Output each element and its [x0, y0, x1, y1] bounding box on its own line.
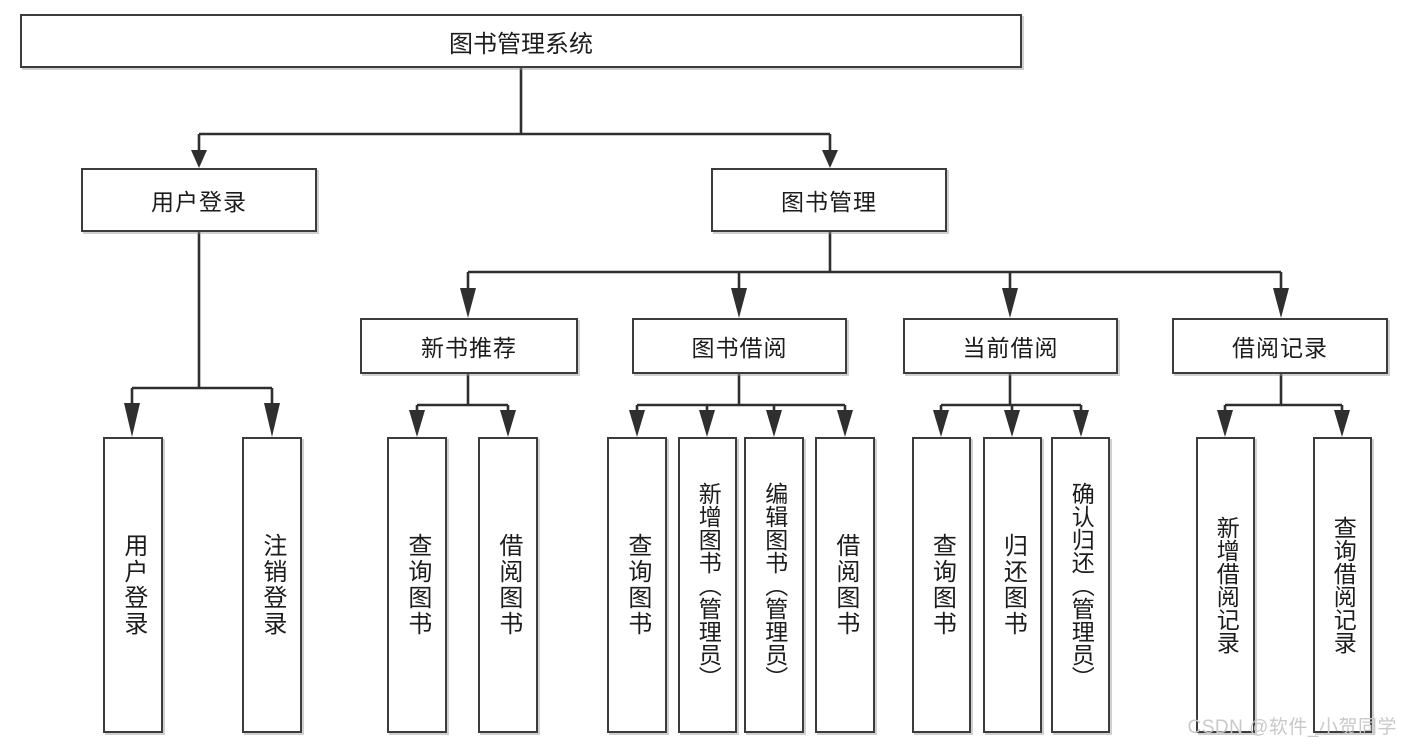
node-leaf-confirm-return-admin[interactable]: 确认归还（管理员）	[1051, 437, 1110, 733]
node-label: 查询图书	[403, 533, 431, 637]
arrowhead-br-leaf-2	[1334, 410, 1350, 437]
node-leaf-borrow-book-bb[interactable]: 借阅图书	[815, 437, 875, 733]
arrowhead-bb-leaf-1	[629, 410, 645, 437]
node-current-borrow[interactable]: 当前借阅	[903, 318, 1118, 374]
node-leaf-add-book-admin[interactable]: 新增图书（管理员）	[678, 437, 737, 733]
node-label: 图书管理	[781, 189, 877, 215]
node-label: 查询图书	[928, 533, 956, 637]
node-root-system[interactable]: 图书管理系统	[20, 14, 1022, 68]
node-label: 新书推荐	[421, 335, 517, 361]
node-label: 当前借阅	[962, 335, 1059, 361]
arrowhead-cb-leaf-3	[1073, 410, 1089, 437]
node-borrow-record[interactable]: 借阅记录	[1172, 318, 1388, 374]
node-leaf-add-borrow-record[interactable]: 新增借阅记录	[1196, 437, 1255, 733]
node-label: 归还图书	[999, 533, 1027, 637]
node-leaf-return-book[interactable]: 归还图书	[983, 437, 1042, 733]
node-label: 确认归还（管理员）	[1068, 481, 1095, 689]
arrowhead-leaf-user-login	[124, 403, 140, 437]
node-leaf-borrow-book-nb[interactable]: 借阅图书	[478, 437, 538, 733]
arrowhead-current-borrow	[1002, 288, 1018, 318]
node-label: 图书借阅	[691, 335, 788, 361]
arrowhead-cb-leaf-1	[933, 410, 949, 437]
arrowhead-leaf-logout	[264, 403, 280, 437]
node-label: 借阅记录	[1232, 335, 1328, 361]
arrowhead-bb-leaf-3	[766, 410, 782, 437]
node-label: 新增借阅记录	[1213, 516, 1240, 654]
node-user-login[interactable]: 用户登录	[81, 168, 317, 232]
arrowhead-br-leaf-1	[1217, 410, 1233, 437]
node-leaf-query-book-bb[interactable]: 查询图书	[607, 437, 667, 733]
node-label: 借阅图书	[831, 533, 859, 637]
arrowhead-book-borrow	[731, 288, 747, 318]
node-label: 查询图书	[623, 533, 651, 637]
node-new-book-recommend[interactable]: 新书推荐	[360, 318, 578, 374]
node-leaf-query-book-cb[interactable]: 查询图书	[912, 437, 971, 733]
arrowhead-user-login	[191, 150, 207, 168]
arrowhead-bb-leaf-4	[837, 410, 853, 437]
node-book-borrow[interactable]: 图书借阅	[632, 318, 847, 374]
node-leaf-query-borrow-record[interactable]: 查询借阅记录	[1313, 437, 1372, 733]
node-label: 用户登录	[119, 533, 147, 637]
node-label: 新增图书（管理员）	[695, 481, 722, 689]
arrowhead-borrow-record	[1273, 288, 1289, 318]
node-label: 图书管理系统	[449, 30, 593, 58]
node-leaf-user-login[interactable]: 用户登录	[103, 437, 163, 733]
arrowhead-new-book	[460, 288, 476, 318]
node-label: 编辑图书（管理员）	[761, 481, 788, 689]
node-leaf-logout[interactable]: 注销登录	[242, 437, 302, 733]
arrowhead-nb-leaf-2	[500, 410, 516, 437]
node-leaf-query-book-nb[interactable]: 查询图书	[387, 437, 447, 733]
node-label: 借阅图书	[494, 533, 522, 637]
node-label: 查询借阅记录	[1330, 516, 1357, 654]
node-label: 用户登录	[151, 189, 247, 215]
arrowhead-book-manage	[822, 150, 838, 168]
node-book-management[interactable]: 图书管理	[711, 168, 947, 232]
arrowhead-bb-leaf-2	[699, 410, 715, 437]
node-label: 注销登录	[258, 533, 286, 637]
arrowhead-cb-leaf-2	[1004, 410, 1020, 437]
node-leaf-edit-book-admin[interactable]: 编辑图书（管理员）	[744, 437, 804, 733]
arrowhead-nb-leaf-1	[409, 410, 425, 437]
